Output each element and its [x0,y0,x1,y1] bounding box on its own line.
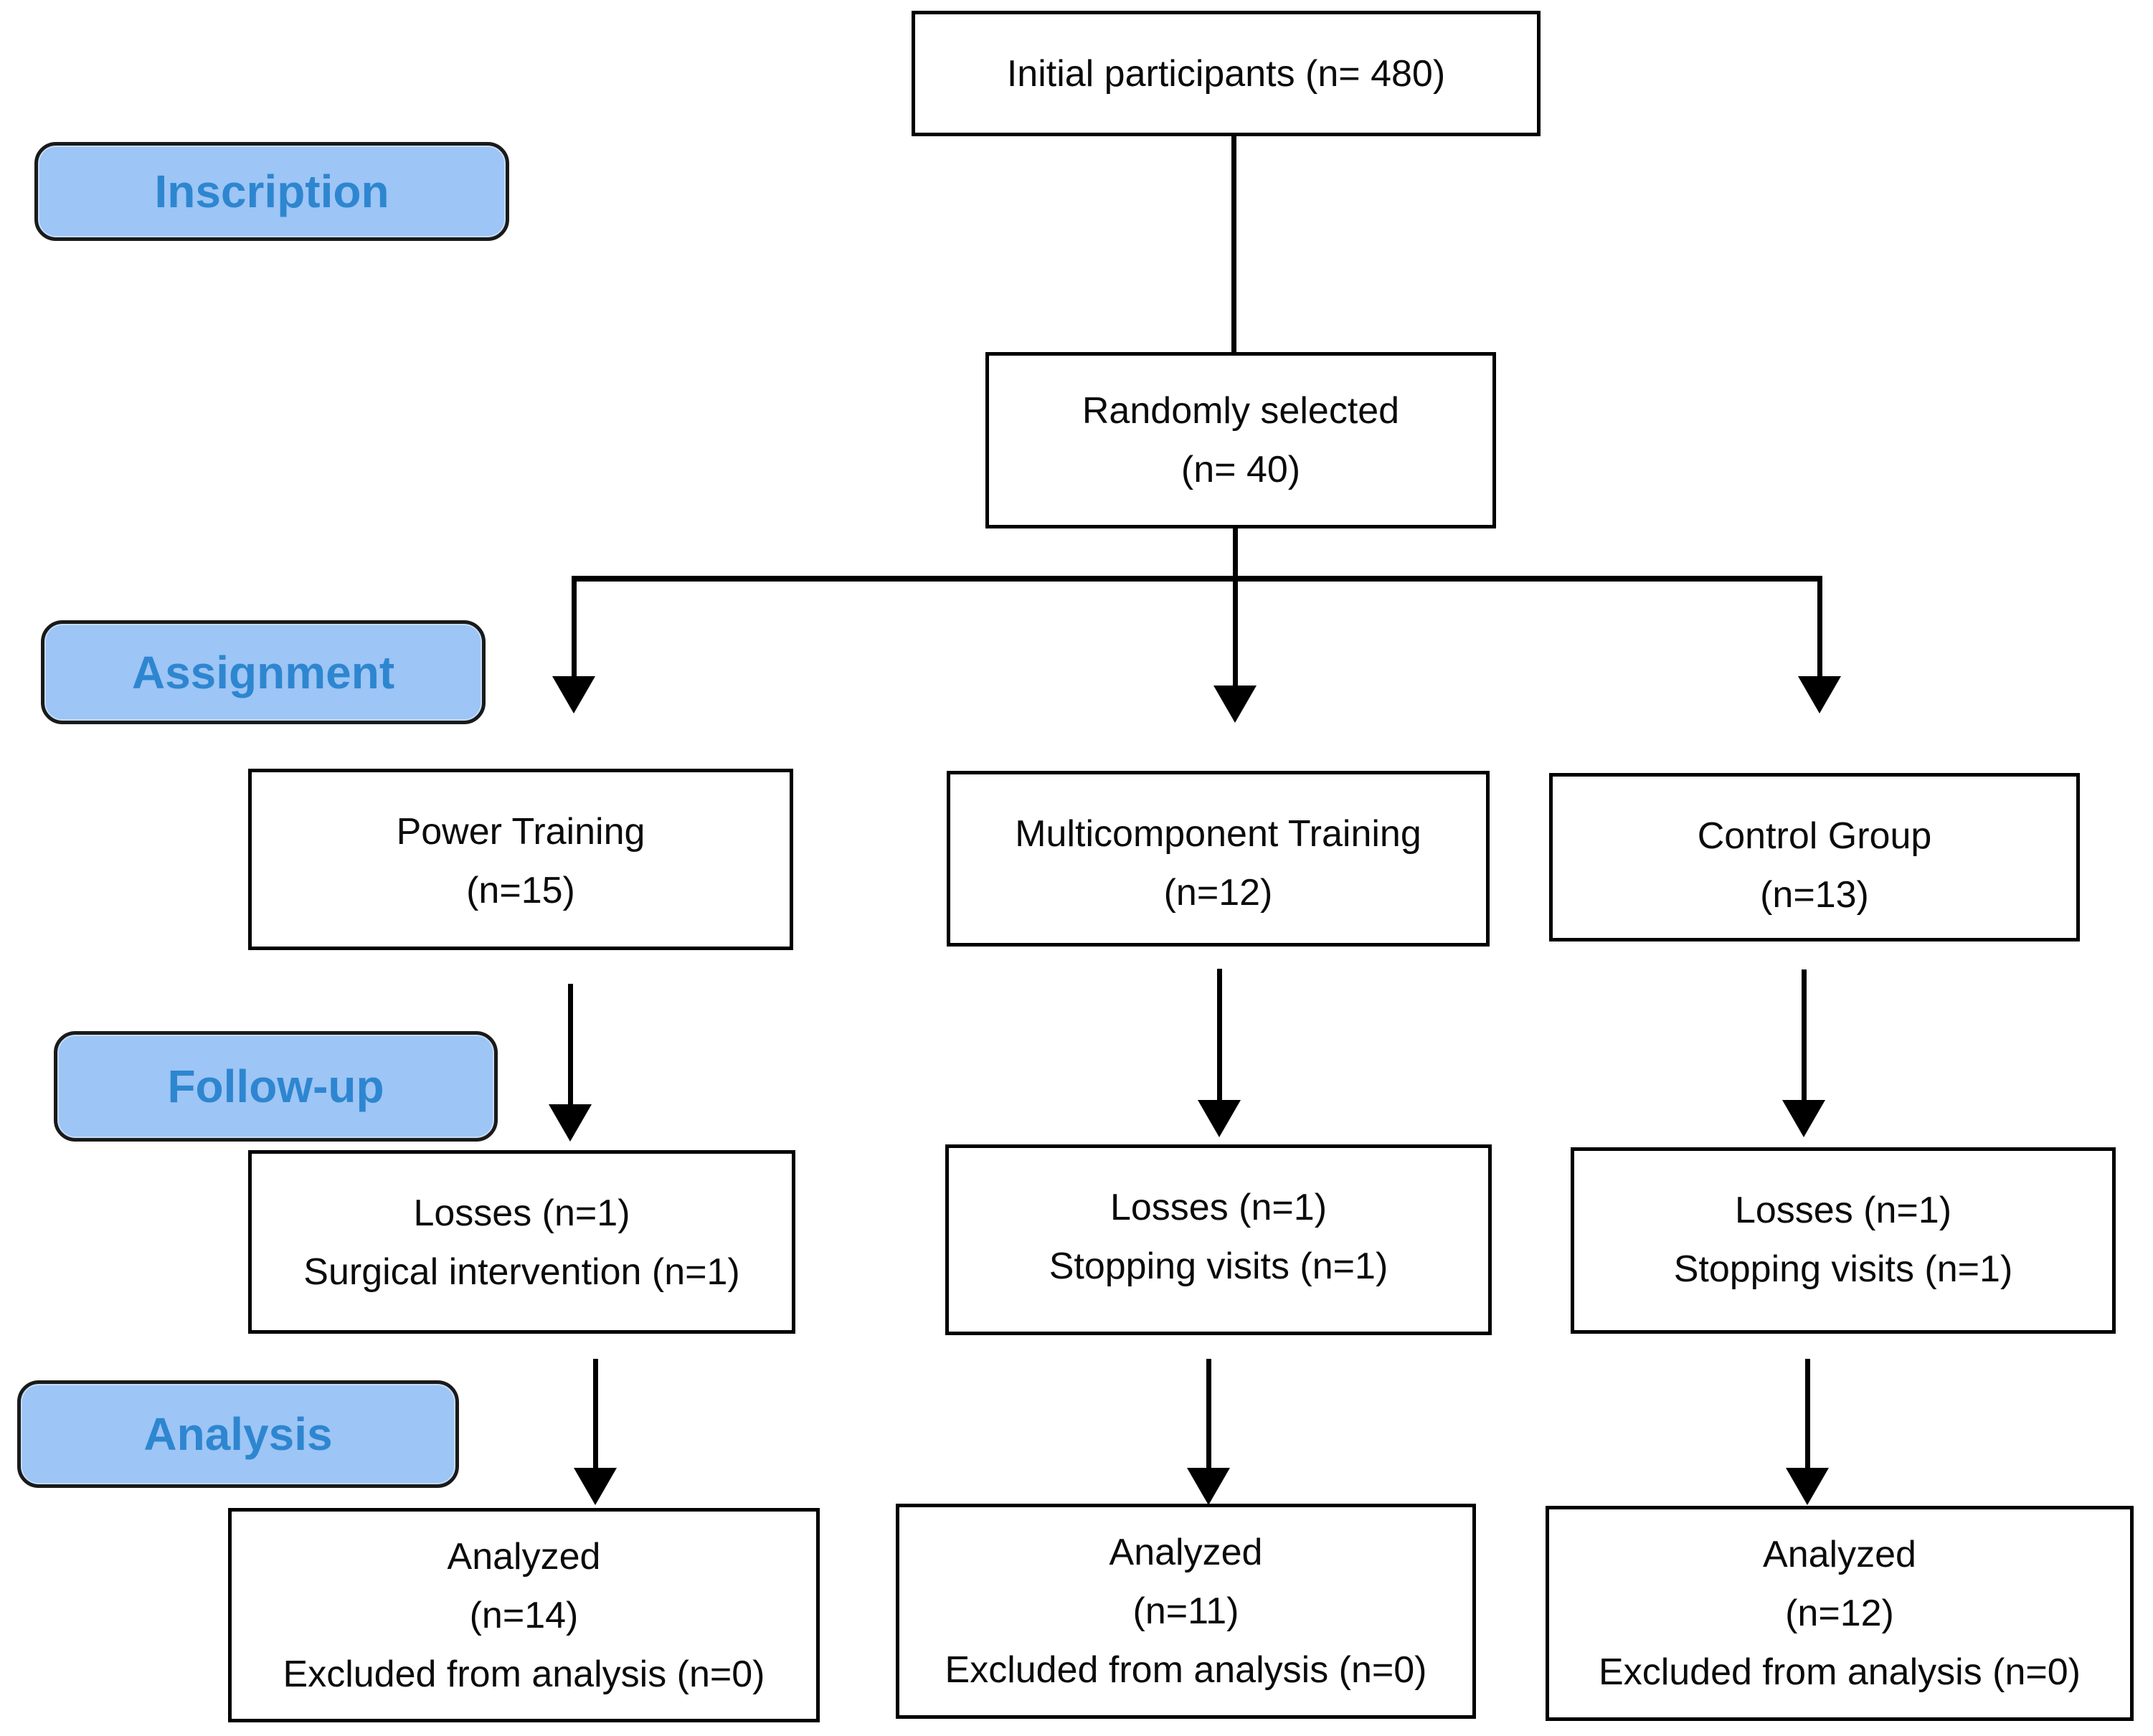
node-text: Power Training [396,811,645,853]
arrowhead-down-icon [574,1468,617,1505]
node-text: Analyzed [1763,1534,1916,1575]
node-control-group: Control Group (n=13) [1549,773,2080,941]
node-text: (n=11) [1132,1590,1239,1632]
node-text: Excluded from analysis (n=0) [945,1649,1427,1691]
node-power-training: Power Training (n=15) [248,769,793,950]
node-text: Control Group [1697,815,1932,857]
node-text: Stopping visits (n=1) [1049,1246,1388,1287]
node-text: (n=14) [469,1594,579,1636]
node-losses-multicomponent: Losses (n=1) Stopping visits (n=1) [945,1144,1492,1335]
arrowhead-down-icon [552,676,595,713]
stage-label-text: Analysis [143,1408,333,1460]
stage-label-follow-up: Follow-up [54,1031,498,1142]
node-losses-power: Losses (n=1) Surgical intervention (n=1) [248,1150,795,1334]
node-text: Analyzed [1109,1532,1263,1573]
stage-label-text: Follow-up [167,1061,384,1112]
node-randomly-selected: Randomly selected (n= 40) [985,352,1496,528]
node-initial-participants: Initial participants (n= 480) [912,11,1541,136]
connector-losses-to-analyzed-right [1805,1359,1810,1468]
node-analyzed-control: Analyzed (n=12) Excluded from analysis (… [1546,1506,2134,1721]
arrowhead-down-icon [1798,676,1841,713]
node-text: Losses (n=1) [1109,1187,1328,1228]
stage-label-text: Inscription [154,166,389,217]
stage-label-analysis: Analysis [17,1380,459,1488]
node-text: Surgical intervention (n=1) [303,1251,740,1293]
node-multicomponent-training: Multicomponent Training (n=12) [947,771,1490,947]
node-text: (n= 40) [1180,449,1301,490]
node-text: (n=15) [466,870,575,911]
node-text: Multicomponent Training [1015,813,1421,855]
connector-branch-right [1817,576,1822,676]
node-text: (n=12) [1163,872,1273,914]
stage-label-inscription: Inscription [34,142,509,241]
arrowhead-down-icon [549,1104,592,1142]
connector-random-to-multi [1233,528,1238,686]
arrowhead-down-icon [1786,1468,1829,1505]
node-text: (n=13) [1760,874,1869,916]
connector-losses-to-analyzed-left [593,1359,598,1468]
connector-losses-to-analyzed-middle [1206,1359,1211,1468]
node-text: Excluded from analysis (n=0) [283,1653,765,1695]
arrowhead-down-icon [1198,1100,1241,1137]
node-analyzed-power: Analyzed (n=14) Excluded from analysis (… [228,1508,820,1722]
connector-initial-to-random [1231,136,1236,352]
stage-label-assignment: Assignment [41,620,486,724]
connector-branch-horizontal [572,576,1822,582]
node-text: Randomly selected [1082,390,1400,432]
connector-branch-left [572,576,577,676]
arrowhead-down-icon [1187,1468,1230,1505]
connector-multi-to-losses [1217,969,1222,1100]
node-text: Initial participants (n= 480) [1006,52,1446,95]
node-text: Analyzed [447,1535,601,1578]
node-text: (n=12) [1785,1593,1894,1634]
node-text: Excluded from analysis (n=0) [1599,1651,2081,1693]
node-analyzed-multicomponent: Analyzed (n=11) Excluded from analysis (… [896,1504,1476,1719]
node-text: Losses (n=1) [1734,1190,1952,1231]
node-text: Losses (n=1) [413,1192,630,1234]
connector-power-to-losses [568,984,573,1104]
arrowhead-down-icon [1782,1100,1825,1137]
connector-control-to-losses [1802,969,1807,1100]
node-losses-control: Losses (n=1) Stopping visits (n=1) [1571,1147,2116,1334]
node-text: Stopping visits (n=1) [1673,1248,2013,1290]
stage-label-text: Assignment [131,646,395,698]
arrowhead-down-icon [1213,686,1257,723]
